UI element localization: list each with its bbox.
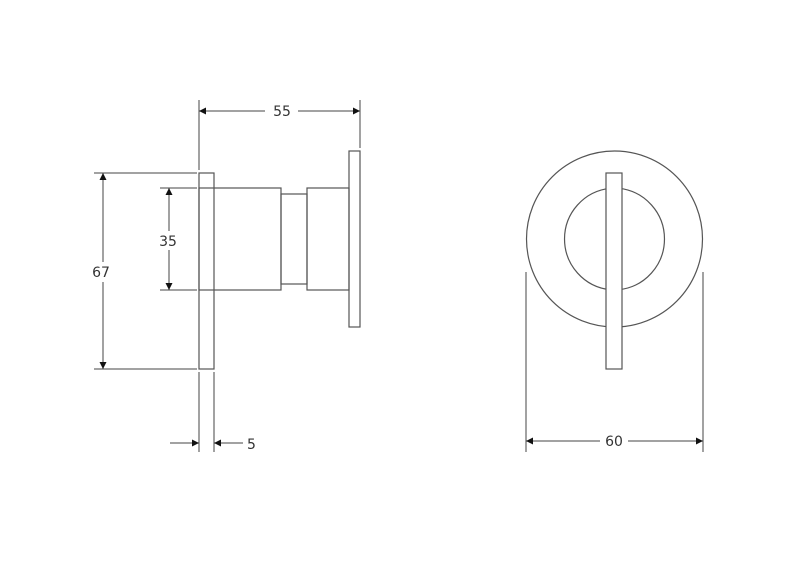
- valve-neck: [280, 193, 308, 285]
- lever-handle: [605, 172, 623, 370]
- dimension-label-depth: 55: [273, 104, 291, 120]
- dimension-plate-height: 67: [92, 172, 197, 370]
- valve-collar: [306, 187, 350, 291]
- dimension-plate-thickness: 5: [170, 372, 256, 453]
- front-view: 60: [525, 150, 704, 452]
- wall-plate: [198, 172, 215, 370]
- dimension-label-plate-thickness: 5: [247, 437, 256, 453]
- dimension-diameter: 60: [525, 272, 704, 452]
- side-view: 55 67 35 5: [92, 100, 361, 453]
- dimension-label-plate-height: 67: [92, 265, 110, 281]
- inner-circle-left: [563, 187, 611, 291]
- dimension-depth: 55: [198, 100, 361, 170]
- inner-circle-right: [618, 187, 666, 291]
- valve-body: [198, 187, 282, 291]
- dimension-label-body-height: 35: [159, 234, 177, 250]
- dimension-label-diameter: 60: [605, 434, 623, 450]
- handle-flange: [348, 150, 361, 328]
- dimension-body-height: 35: [159, 187, 197, 291]
